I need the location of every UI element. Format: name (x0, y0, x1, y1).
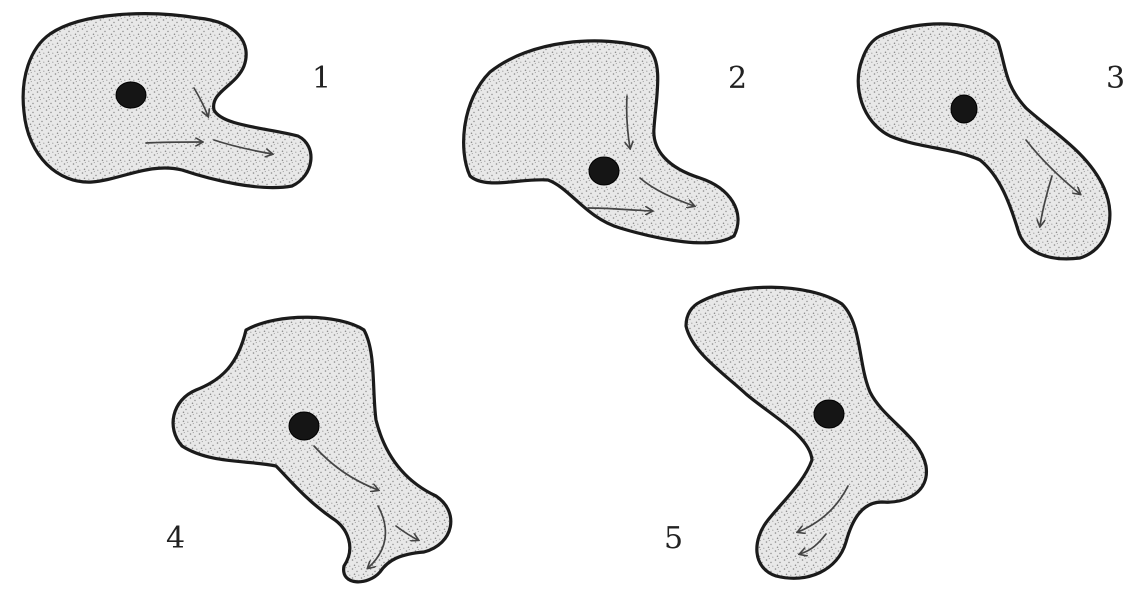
amoeba-stage-5: 5 (664, 287, 926, 578)
stage-label: 3 (1106, 61, 1125, 96)
amoeba-stage-1: 1 (23, 14, 331, 188)
stage-label: 5 (664, 521, 683, 556)
nucleus-icon (289, 412, 319, 440)
cell-outline (858, 24, 1110, 259)
cell-outline (173, 317, 451, 582)
stage-label: 4 (166, 521, 185, 556)
amoeba-stage-3: 3 (858, 24, 1125, 259)
nucleus-icon (589, 157, 619, 185)
stage-label: 1 (312, 61, 331, 96)
cell-outline (23, 14, 311, 188)
nucleus-icon (951, 95, 977, 123)
cell-outline (464, 41, 738, 243)
amoeba-stage-4: 4 (166, 317, 451, 582)
cell-outline (686, 287, 926, 578)
stage-label: 2 (728, 61, 747, 96)
cytoplasm-flow-arrow-icon (146, 142, 202, 143)
nucleus-icon (116, 82, 146, 108)
nucleus-icon (814, 400, 844, 428)
amoeba-stage-2: 2 (464, 41, 747, 243)
